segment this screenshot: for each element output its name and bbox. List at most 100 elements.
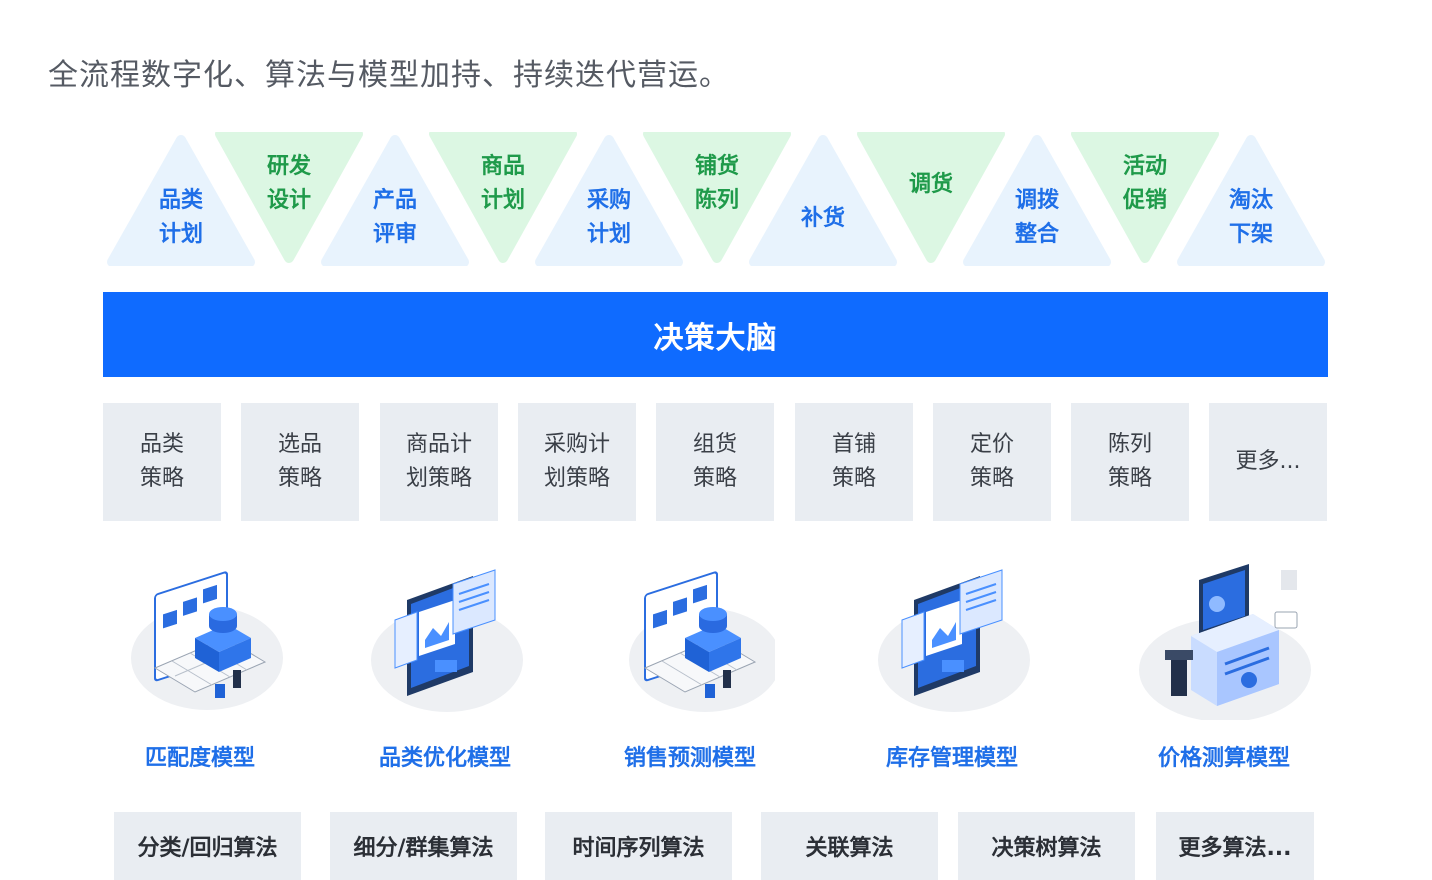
strategy-line-2: 策略 bbox=[831, 466, 876, 491]
label-line-2: 陈列 bbox=[694, 188, 739, 213]
process-step-7: 调货 bbox=[856, 132, 1006, 266]
label-line-2: 计划 bbox=[158, 222, 203, 247]
warehouse-grid-icon bbox=[629, 571, 775, 712]
strategy-line-2: 策略 bbox=[1107, 466, 1152, 491]
data-machine-icon bbox=[1139, 564, 1311, 720]
triangle-shape bbox=[1177, 135, 1325, 266]
label-line-2: 评审 bbox=[372, 222, 417, 247]
strategy-box: 采购计划策略 bbox=[518, 403, 636, 521]
label-line-2: 下架 bbox=[1228, 222, 1273, 247]
strategy-box: 品类策略 bbox=[103, 403, 221, 521]
model-matching: 匹配度模型 bbox=[100, 560, 300, 772]
label-line-1: 研发 bbox=[266, 154, 311, 179]
label-line-2: 设计 bbox=[266, 188, 311, 213]
label-line-1: 商品 bbox=[480, 154, 525, 179]
triangle-shape bbox=[749, 135, 897, 266]
strategy-line-1: 更多... bbox=[1235, 449, 1301, 474]
strategy-box: 商品计划策略 bbox=[380, 403, 498, 521]
process-step-5: 铺货陈列 bbox=[642, 132, 792, 266]
process-step-label: 活动促销 bbox=[1070, 150, 1220, 218]
label-line-1: 产品 bbox=[372, 188, 417, 213]
label-line-1: 活动 bbox=[1122, 154, 1167, 179]
triangle-shape bbox=[429, 132, 577, 263]
strategy-line-2: 策略 bbox=[969, 466, 1014, 491]
process-step-label: 研发设计 bbox=[214, 150, 364, 218]
strategy-line-2: 策略 bbox=[139, 466, 184, 491]
process-step-1: 研发设计 bbox=[214, 132, 364, 266]
triangle-shape bbox=[535, 135, 683, 266]
label-line-1: 补货 bbox=[800, 206, 845, 231]
warehouse-grid-icon bbox=[131, 571, 283, 710]
algorithm-box: 决策树算法 bbox=[958, 812, 1135, 880]
process-step-label: 采购计划 bbox=[534, 184, 684, 252]
triangle-shape bbox=[321, 135, 469, 266]
process-step-label: 产品评审 bbox=[320, 184, 470, 252]
triangle-shape bbox=[107, 135, 255, 266]
strategy-line-1: 定价 bbox=[969, 432, 1014, 457]
triangle-shape bbox=[1071, 132, 1219, 263]
model-category-optimization: 品类优化模型 bbox=[345, 560, 545, 772]
strategy-line-1: 选品 bbox=[277, 432, 322, 457]
strategy-line-2: 划策略 bbox=[543, 466, 610, 491]
strategy-box: 首铺策略 bbox=[795, 403, 913, 521]
process-step-6: 补货 bbox=[748, 132, 898, 266]
model-name: 价格测算模型 bbox=[1157, 746, 1290, 771]
model-name: 销售预测模型 bbox=[623, 746, 756, 771]
strategy-line-1: 组货 bbox=[692, 432, 737, 457]
strategy-box: 组货策略 bbox=[656, 403, 774, 521]
strategy-line-1: 商品计 bbox=[405, 432, 472, 457]
strategy-line-2: 策略 bbox=[692, 466, 737, 491]
strategy-line-1: 首铺 bbox=[831, 432, 876, 457]
model-name: 品类优化模型 bbox=[378, 746, 511, 771]
process-step-8: 调拨整合 bbox=[962, 132, 1112, 266]
model-name: 库存管理模型 bbox=[885, 746, 1018, 771]
process-step-4: 采购计划 bbox=[534, 132, 684, 266]
process-step-label: 调货 bbox=[856, 168, 1006, 202]
process-step-2: 产品评审 bbox=[320, 132, 470, 266]
process-step-label: 铺货陈列 bbox=[642, 150, 792, 218]
label-line-1: 采购 bbox=[586, 188, 631, 213]
process-step-label: 调拨整合 bbox=[962, 184, 1112, 252]
label-line-1: 铺货 bbox=[694, 154, 739, 179]
algorithm-box: 细分/群集算法 bbox=[330, 812, 517, 880]
triangle-shape bbox=[643, 132, 791, 263]
process-step-9: 活动促销 bbox=[1070, 132, 1220, 266]
strategy-box: 陈列策略 bbox=[1071, 403, 1189, 521]
label-line-2: 计划 bbox=[480, 188, 525, 213]
decision-brain-bar: 决策大脑 bbox=[103, 292, 1328, 377]
algorithm-box: 关联算法 bbox=[761, 812, 938, 880]
triangle-shape bbox=[215, 132, 363, 263]
model-price-estimation: 价格测算模型 bbox=[1124, 560, 1324, 772]
strategy-line-2: 策略 bbox=[277, 466, 322, 491]
process-step-label: 商品计划 bbox=[428, 150, 578, 218]
process-step-label: 补货 bbox=[748, 202, 898, 236]
algorithm-box: 更多算法... bbox=[1156, 812, 1314, 880]
strategy-line-1: 陈列 bbox=[1107, 432, 1152, 457]
label-line-1: 品类 bbox=[158, 188, 203, 213]
process-step-3: 商品计划 bbox=[428, 132, 578, 266]
strategy-box: 更多... bbox=[1209, 403, 1327, 521]
product-cards-icon bbox=[371, 569, 523, 712]
algorithm-box: 分类/回归算法 bbox=[114, 812, 301, 880]
process-step-10: 淘汰下架 bbox=[1176, 132, 1326, 266]
model-inventory-management: 库存管理模型 bbox=[852, 560, 1052, 772]
triangle-shape bbox=[963, 135, 1111, 266]
process-step-label: 品类计划 bbox=[106, 184, 256, 252]
label-line-2: 促销 bbox=[1122, 188, 1167, 213]
strategy-line-1: 品类 bbox=[139, 432, 184, 457]
strategy-line-2: 划策略 bbox=[405, 466, 472, 491]
triangle-shape bbox=[857, 132, 1005, 263]
model-sales-forecast: 销售预测模型 bbox=[590, 560, 790, 772]
process-step-label: 淘汰下架 bbox=[1176, 184, 1326, 252]
strategy-box: 选品策略 bbox=[241, 403, 359, 521]
label-line-2: 计划 bbox=[586, 222, 631, 247]
label-line-1: 调拨 bbox=[1014, 188, 1059, 213]
strategy-box: 定价策略 bbox=[933, 403, 1051, 521]
strategy-line-1: 采购计 bbox=[543, 432, 610, 457]
label-line-2: 整合 bbox=[1014, 222, 1059, 247]
algorithm-box: 时间序列算法 bbox=[545, 812, 732, 880]
process-step-0: 品类计划 bbox=[106, 132, 256, 266]
headline: 全流程数字化、算法与模型加持、持续迭代营运。 bbox=[48, 58, 730, 93]
label-line-1: 调货 bbox=[908, 172, 953, 197]
model-name: 匹配度模型 bbox=[144, 746, 255, 771]
